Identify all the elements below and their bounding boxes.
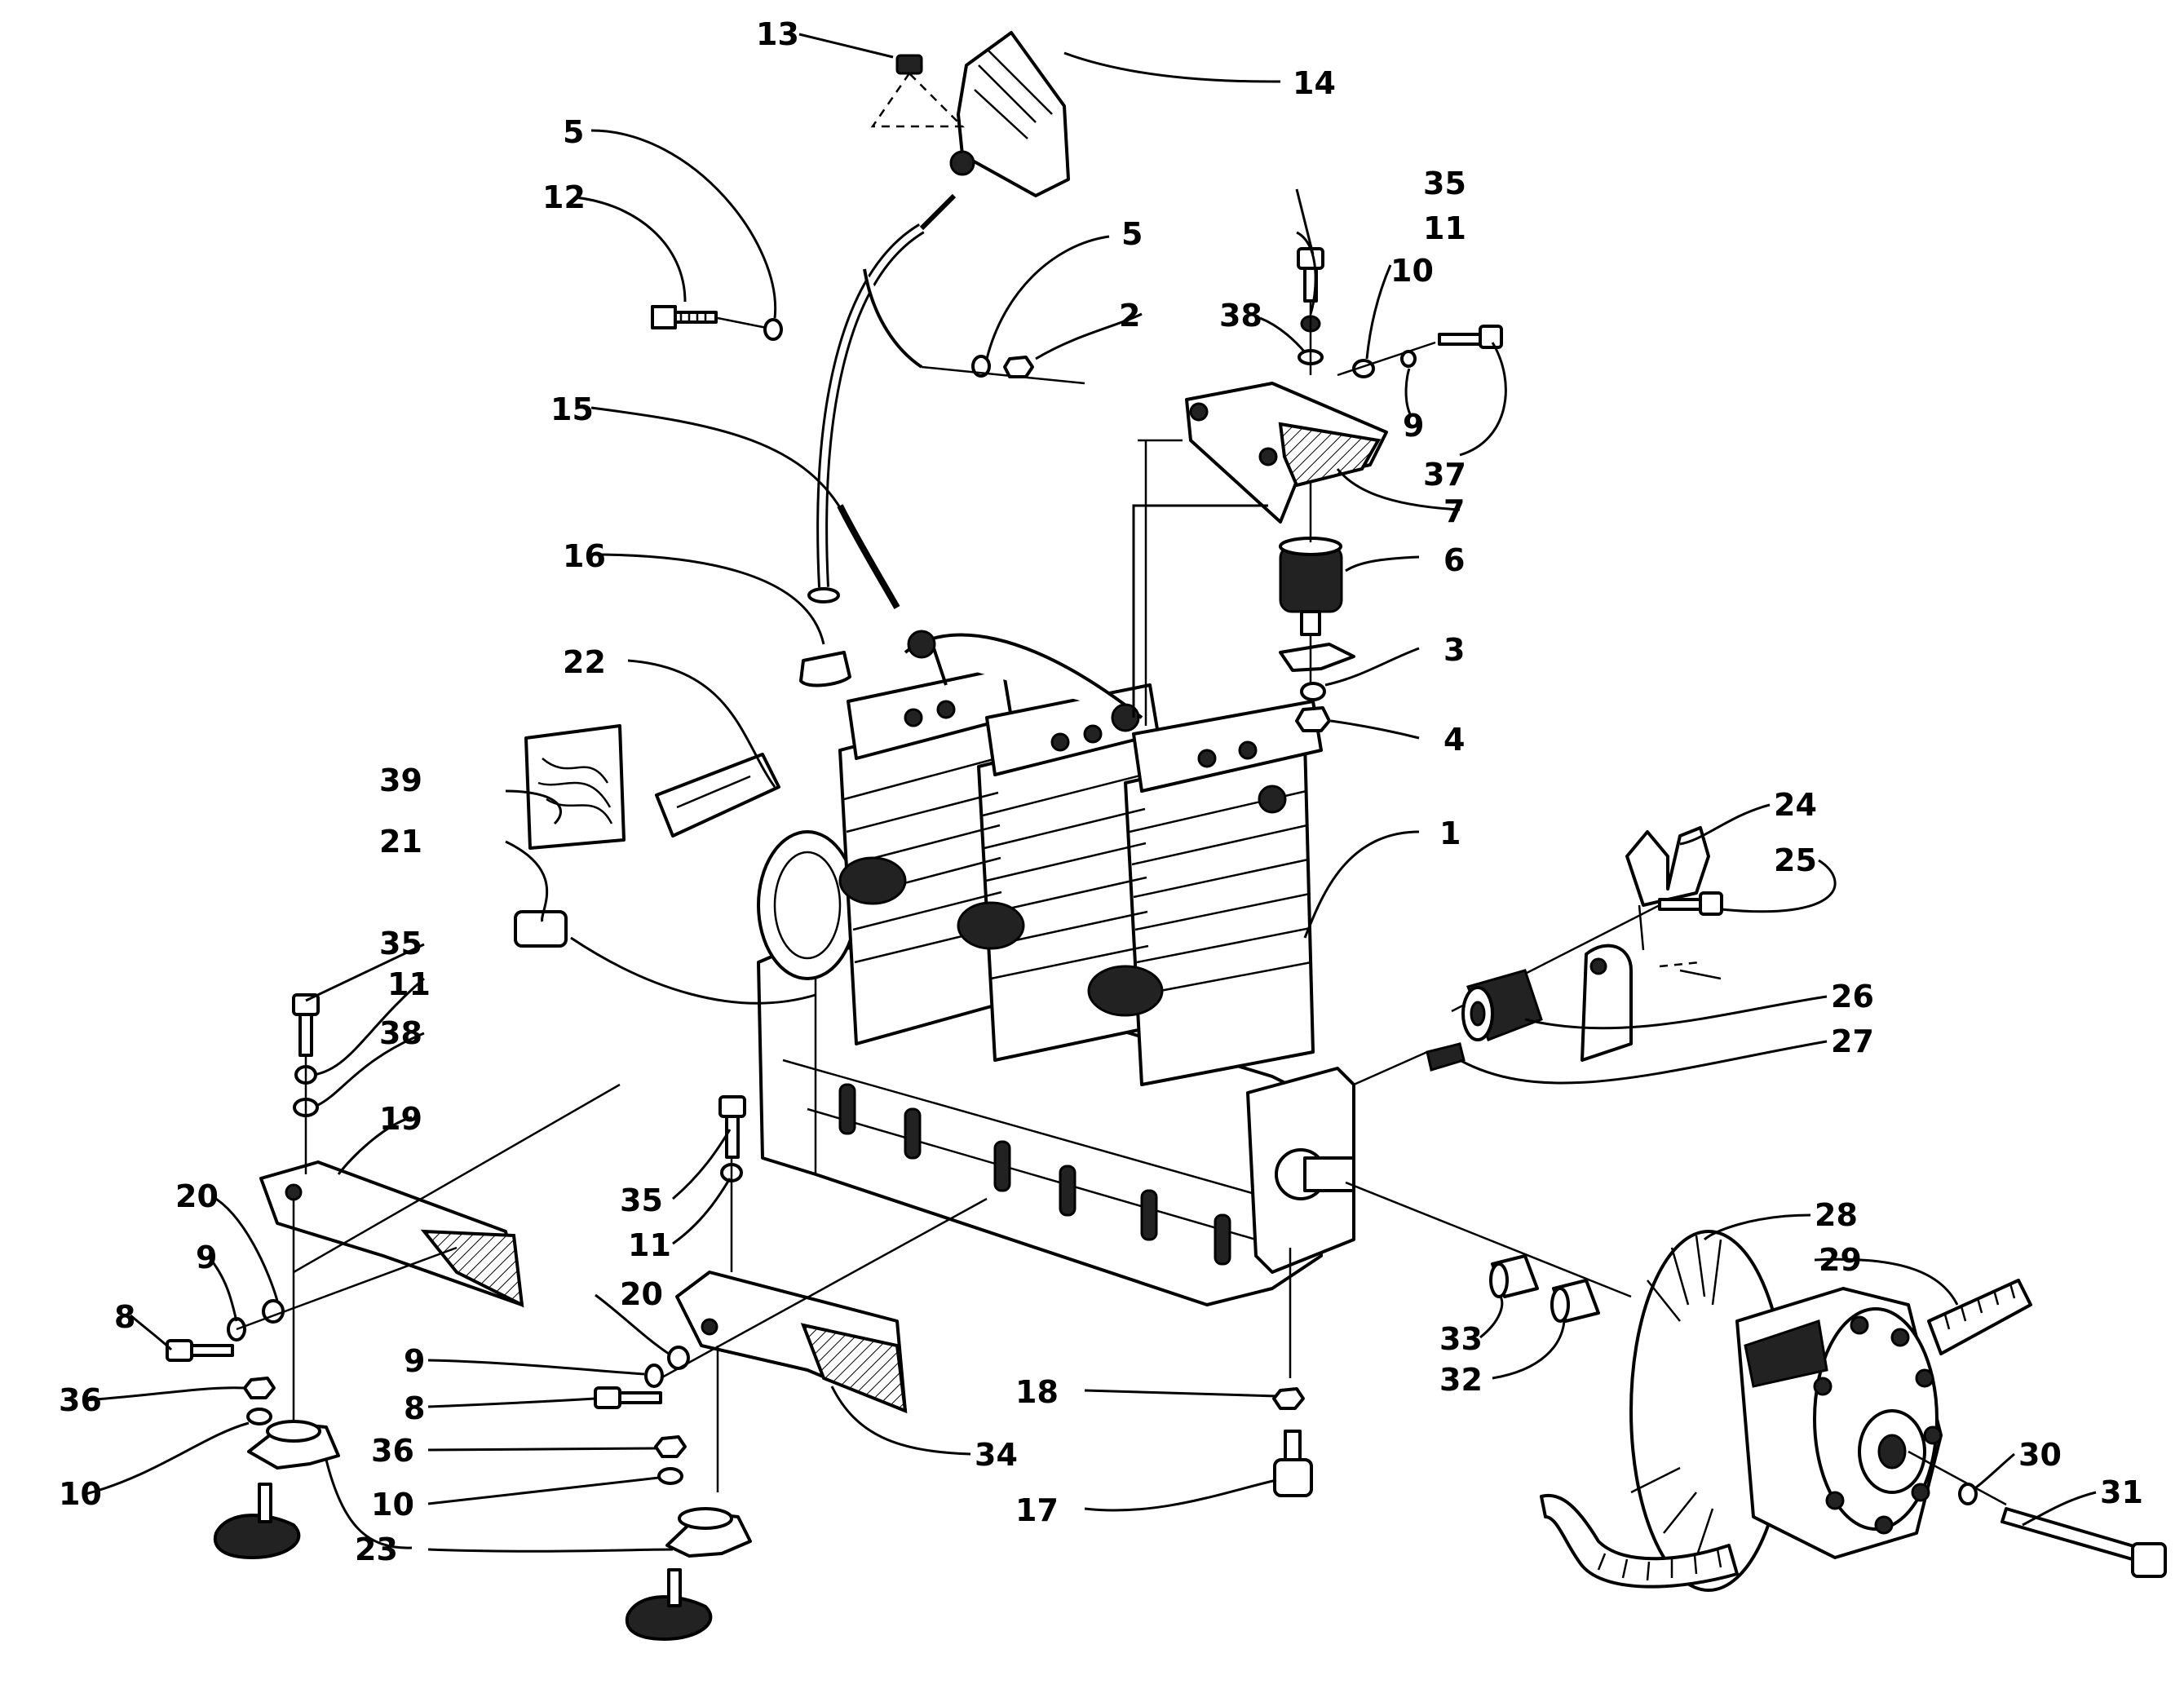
label-part-23: 23 xyxy=(355,1532,398,1567)
label-part-2: 2 xyxy=(1119,298,1140,334)
label-part-9-top: 9 xyxy=(1403,408,1424,444)
label-part-11-center: 11 xyxy=(628,1227,671,1263)
label-part-39: 39 xyxy=(379,762,422,798)
label-part-16: 16 xyxy=(563,538,606,574)
label-part-5-right: 5 xyxy=(1121,216,1143,252)
bolt-35b xyxy=(292,993,320,1057)
label-part-6: 6 xyxy=(1443,542,1465,578)
screw-12 xyxy=(651,305,718,329)
label-part-1: 1 xyxy=(1439,815,1461,851)
label-part-20-left: 20 xyxy=(175,1178,219,1214)
label-part-35-left: 35 xyxy=(379,926,422,961)
rubber-mount-6 xyxy=(1279,537,1343,636)
spacer-33 xyxy=(1489,1254,1539,1298)
label-part-25: 25 xyxy=(1774,842,1817,878)
label-part-24: 24 xyxy=(1774,787,1817,823)
label-part-36-left: 36 xyxy=(59,1382,102,1418)
stud-27 xyxy=(1426,1042,1466,1072)
label-part-5-top: 5 xyxy=(563,114,584,150)
label-part-14: 14 xyxy=(1293,65,1336,101)
front-mount-bracket-34 xyxy=(675,1271,908,1414)
starter-housing xyxy=(949,31,1070,197)
label-part-7: 7 xyxy=(1443,493,1465,529)
label-part-38-top: 38 xyxy=(1219,298,1262,334)
bushing-26 xyxy=(1461,969,1543,1041)
drive-clutch-28 xyxy=(1629,1230,1943,1592)
label-part-18: 18 xyxy=(1015,1374,1059,1410)
bolt-35c xyxy=(718,1095,746,1159)
nut-18 xyxy=(1272,1387,1305,1410)
label-part-4: 4 xyxy=(1443,722,1465,758)
washer-3 xyxy=(1300,682,1326,701)
label-part-26: 26 xyxy=(1831,979,1874,1014)
washer-10b xyxy=(246,1408,272,1425)
washer-10c xyxy=(657,1467,683,1485)
engine-block xyxy=(757,630,1355,1306)
isolator-23a xyxy=(213,1420,340,1559)
label-part-3: 3 xyxy=(1443,632,1465,668)
drive-belt-29 xyxy=(1540,1279,2032,1589)
label-part-11-top: 11 xyxy=(1423,210,1466,246)
bolt-31 xyxy=(2001,1507,2167,1578)
label-part-37: 37 xyxy=(1423,457,1466,493)
label-part-31: 31 xyxy=(2100,1474,2143,1510)
label-part-34: 34 xyxy=(975,1437,1018,1473)
label-part-12: 12 xyxy=(542,179,586,215)
decal-39 xyxy=(524,724,626,850)
label-part-30: 30 xyxy=(2018,1437,2062,1473)
bolt-25 xyxy=(1658,891,1723,916)
isolator-23b xyxy=(625,1507,752,1641)
decal-22 xyxy=(655,753,780,838)
washer-5a xyxy=(763,318,783,341)
decal-21 xyxy=(514,910,568,948)
label-part-36-center: 36 xyxy=(371,1433,414,1469)
washer-9c xyxy=(644,1364,664,1388)
label-part-20-center: 20 xyxy=(620,1276,663,1312)
label-part-35-top: 35 xyxy=(1423,166,1466,201)
label-part-32: 32 xyxy=(1439,1362,1483,1398)
bolt-8b xyxy=(594,1386,662,1409)
label-part-8-center: 8 xyxy=(404,1390,425,1426)
part-labels: 13 14 5 12 5 2 15 16 22 39 21 35 11 10 3… xyxy=(59,16,2143,1567)
label-part-13: 13 xyxy=(756,16,799,52)
bolt-8a xyxy=(166,1339,234,1362)
front-mount-bracket-19 xyxy=(259,1160,524,1308)
washer-3-plate xyxy=(1279,643,1355,672)
standoff-17 xyxy=(1273,1430,1313,1497)
label-part-22: 22 xyxy=(563,644,606,680)
grommet xyxy=(799,651,851,687)
label-part-35-center: 35 xyxy=(620,1182,663,1218)
label-part-8-left: 8 xyxy=(114,1299,135,1335)
label-part-10-left: 10 xyxy=(59,1476,102,1512)
label-part-15: 15 xyxy=(550,391,594,427)
engine-mount-bracket xyxy=(1185,382,1388,524)
label-part-28: 28 xyxy=(1815,1197,1858,1233)
starter-knob xyxy=(895,54,923,75)
label-part-33: 33 xyxy=(1439,1321,1483,1357)
label-part-9-left: 9 xyxy=(196,1240,217,1275)
label-part-19: 19 xyxy=(379,1101,422,1137)
label-part-21: 21 xyxy=(379,824,422,860)
nut-2 xyxy=(1003,356,1034,378)
plate-link xyxy=(1581,944,1633,1062)
bolt-37 xyxy=(1438,325,1503,349)
label-part-10-center: 10 xyxy=(371,1487,414,1523)
rope-guide-tube xyxy=(807,193,957,609)
label-part-17: 17 xyxy=(1015,1492,1059,1528)
label-part-9-center: 9 xyxy=(404,1343,425,1379)
nut-4 xyxy=(1295,706,1331,732)
nut-36b xyxy=(654,1435,687,1458)
label-part-27: 27 xyxy=(1831,1023,1874,1059)
leader-lines xyxy=(85,33,2097,1553)
label-part-38-left: 38 xyxy=(379,1015,422,1051)
label-part-11-left: 11 xyxy=(387,966,431,1002)
washer-5b xyxy=(971,355,991,378)
nut-36a xyxy=(243,1377,276,1399)
label-part-10-top: 10 xyxy=(1390,253,1434,289)
bolt-35a xyxy=(1297,247,1324,303)
spacer-32 xyxy=(1550,1279,1600,1323)
cylinders xyxy=(838,630,1323,1086)
label-part-29: 29 xyxy=(1819,1242,1862,1278)
